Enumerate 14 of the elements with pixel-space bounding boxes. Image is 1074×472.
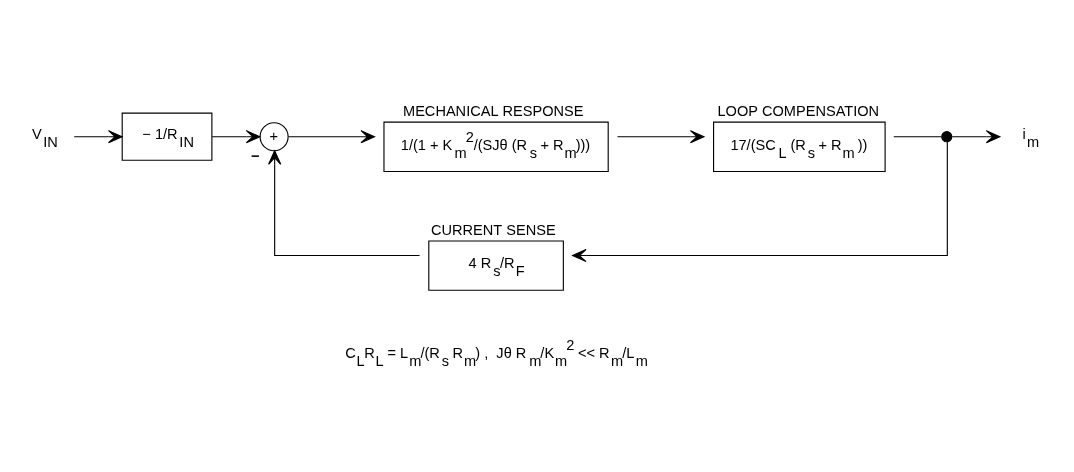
connector [893,135,942,137]
arrow [572,140,948,262]
node-circle: + [259,121,289,151]
arrow [951,129,1001,143]
node-circle [941,130,953,142]
node-label: LOOP COMPENSATION [717,102,880,119]
node-label: CURRENT SENSE [431,221,556,238]
arrow [616,129,705,143]
node-label: MECHANICAL RESPONSE [403,102,584,119]
arrow [73,129,123,143]
arrow [287,129,376,143]
arrow [211,129,261,143]
node-label: − [251,147,260,164]
arrow [268,149,421,256]
